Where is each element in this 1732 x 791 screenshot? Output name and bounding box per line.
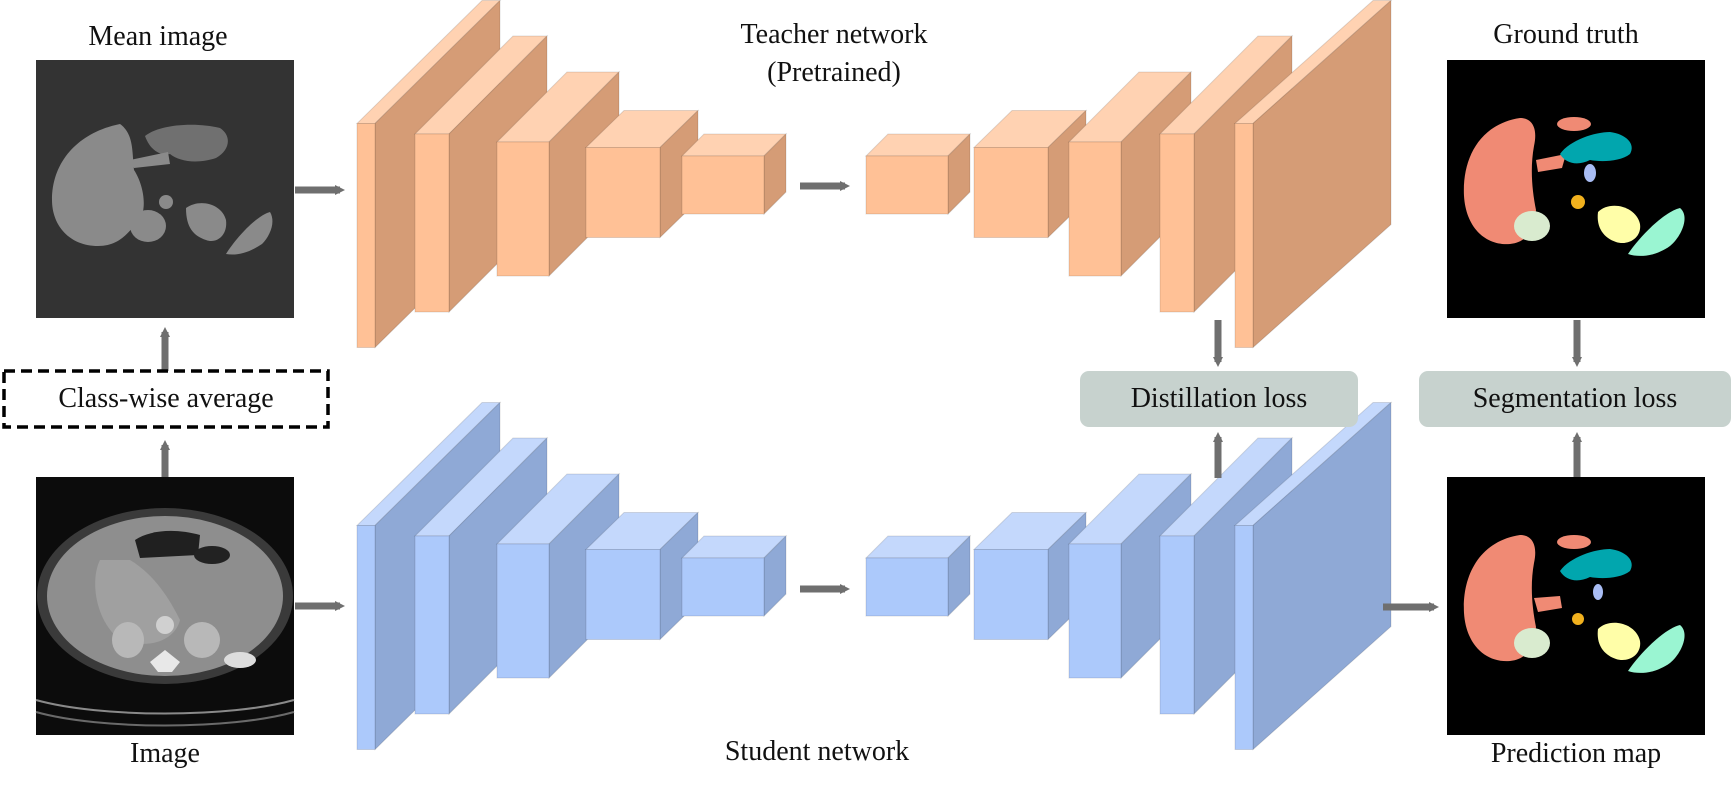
- student-network-title: Student network: [724, 736, 910, 767]
- student-layer-3: [495, 472, 621, 680]
- class-wise-average-box: Class-wise average: [58, 383, 274, 414]
- mean-image-panel: [36, 60, 294, 318]
- student-layer-front: [414, 535, 450, 715]
- teacher-network-subtitle: (Pretrained): [767, 57, 901, 88]
- ground-truth-label: Ground truth: [1493, 19, 1639, 50]
- teacher-layer-front: [1068, 141, 1122, 277]
- student-layer-front: [356, 525, 376, 750]
- student-layer-front: [1068, 543, 1122, 679]
- teacher-layer-front: [1234, 123, 1254, 348]
- student-layer-8: [1067, 472, 1193, 680]
- arrows: [160, 181, 1582, 612]
- teacher-layer-front: [973, 147, 1049, 238]
- teacher-layer-front: [496, 141, 550, 277]
- student-layer-front: [1234, 525, 1254, 750]
- teacher-layer-front: [356, 123, 376, 348]
- distillation-box-bg: [1080, 371, 1358, 427]
- student-layer-front: [973, 549, 1049, 640]
- teacher-layer-5: [680, 132, 788, 216]
- prediction-map-label: Prediction map: [1490, 738, 1662, 769]
- prediction-map-panel: [1447, 477, 1705, 735]
- teacher-layer-front: [865, 155, 949, 215]
- student-layer-4: [584, 511, 700, 641]
- distillation-loss-box: Distillation loss: [1130, 383, 1308, 414]
- student-network: [355, 401, 1393, 751]
- teacher-layer-10: [1233, 0, 1393, 349]
- teacher-layer-3: [495, 70, 621, 278]
- student-layer-6: [864, 534, 972, 618]
- class-avg-box-border: [2, 369, 330, 429]
- teacher-layer-front: [585, 147, 661, 238]
- teacher-network-title: Teacher network: [740, 19, 928, 50]
- mean-image-label: Mean image: [88, 21, 228, 52]
- teacher-layer-6: [864, 132, 972, 216]
- teacher-network: [355, 0, 1393, 349]
- image-label: Image: [130, 738, 200, 769]
- student-layer-front: [865, 557, 949, 617]
- ct-image-panel: [35, 477, 295, 735]
- student-layer-front: [681, 557, 765, 617]
- segmentation-box-bg: [1419, 371, 1731, 427]
- ground-truth-panel: [1447, 60, 1705, 318]
- student-layer-5: [680, 534, 788, 618]
- student-layer-front: [585, 549, 661, 640]
- teacher-layer-front: [1159, 133, 1195, 313]
- teacher-layer-front: [681, 155, 765, 215]
- student-layer-front: [1159, 535, 1195, 715]
- student-layer-10: [1233, 401, 1393, 751]
- teacher-layer-front: [414, 133, 450, 313]
- student-layer-front: [496, 543, 550, 679]
- segmentation-loss-box: Segmentation loss: [1472, 383, 1678, 414]
